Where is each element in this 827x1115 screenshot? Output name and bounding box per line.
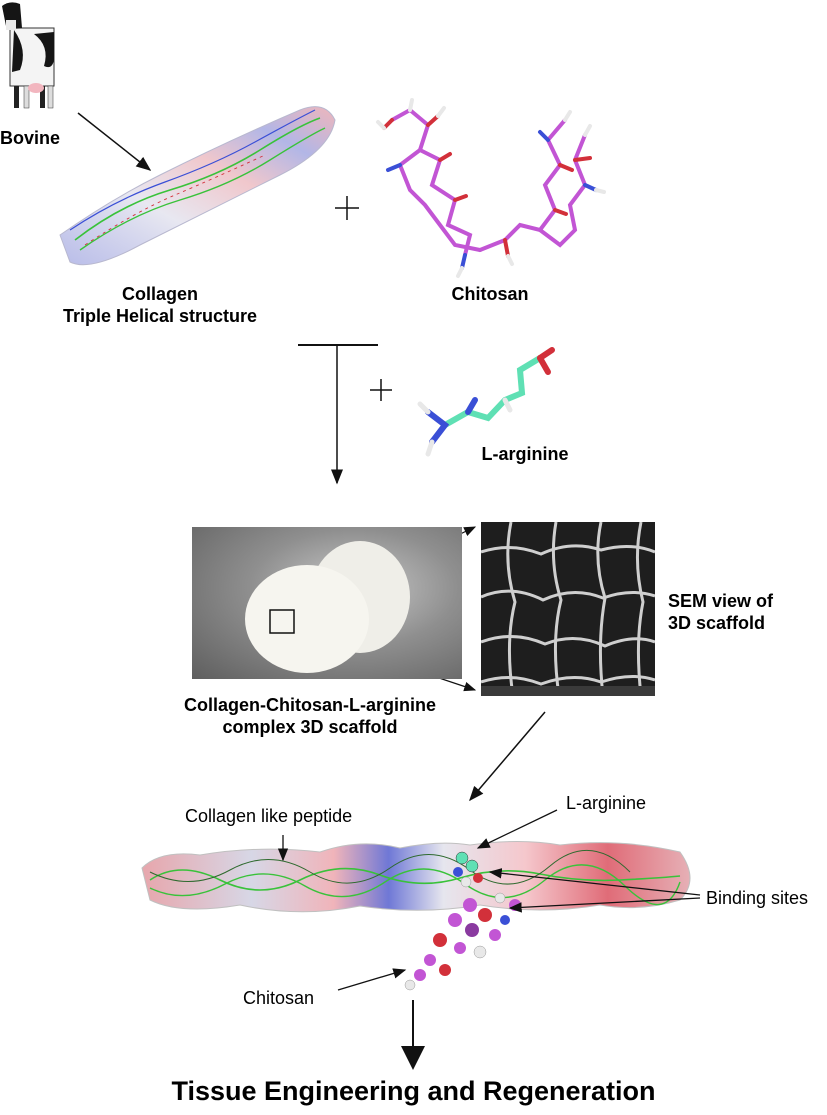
sem-image [481,522,655,696]
larginine-bottom-label: L-arginine [566,793,647,813]
peptide-complex-image [141,841,691,913]
binding-arrow-2 [508,897,701,913]
collagen-peptide-label: Collagen like peptide [185,806,353,826]
larginine-top-label: L-arginine [481,444,569,464]
collagen-triple-helix-image [59,106,336,266]
bovine-label: Bovine [0,128,61,148]
chitosan-bottom-label: Chitosan [243,988,315,1008]
l-arginine-molecule-image [417,347,555,457]
bound-l-arginine [453,851,483,888]
scaffold-label-line1: Collagen-Chitosan-L-arginine [184,695,436,715]
footer-title: Tissue Engineering and Regeneration [171,1076,656,1106]
cow-icon [2,2,55,109]
plus-sign-1 [335,196,359,220]
collagen-label-line1: Collagen [121,284,198,304]
sem-to-model-arrow [469,711,546,802]
sem-label-line2: 3D scaffold [668,613,766,633]
collagen-label-line2: Triple Helical structure [62,306,258,326]
scaffold-label-line2: complex 3D scaffold [222,717,398,737]
binding-arrow-1 [488,868,701,896]
bovine-arrow [77,112,152,171]
larginine-arrow [476,809,558,849]
chitosan-arrow [337,968,407,991]
binding-sites-label: Binding sites [706,888,809,908]
chitosan-top-label: Chitosan [451,284,529,304]
chitosan-molecule-image [376,98,606,278]
sem-label-line1: SEM view of [668,591,774,611]
scaffold-photo [192,527,462,679]
final-arrow-head [401,1046,425,1070]
plus-sign-2 [370,379,392,401]
